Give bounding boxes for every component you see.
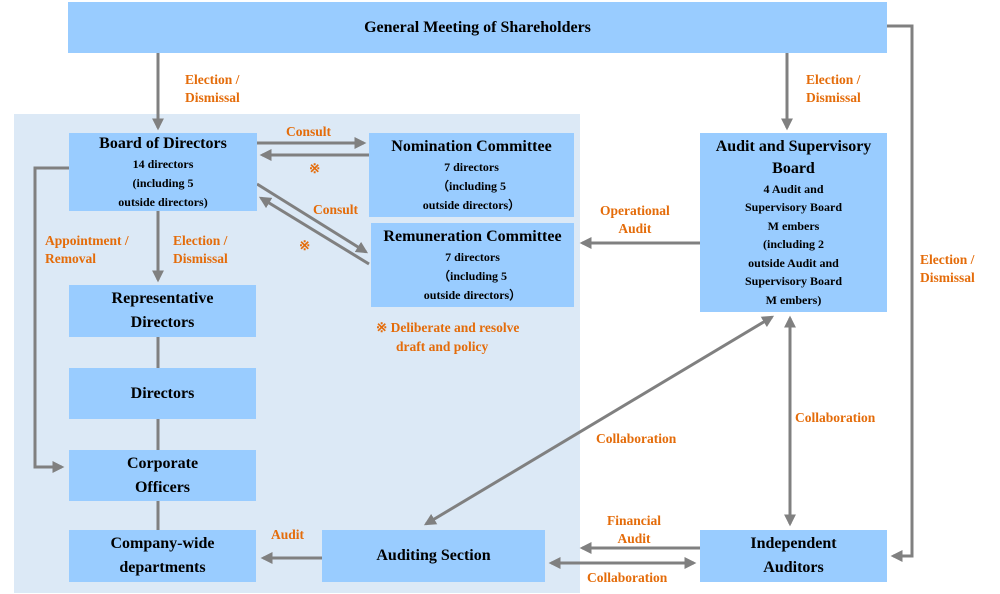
label-election-top-right: Election / Dismissal: [806, 71, 861, 107]
departments-line-2: departments: [119, 559, 206, 576]
directors-title: Directors: [130, 384, 195, 402]
rep-directors-line-2: Directors: [130, 314, 195, 331]
rep-directors-line-1: Representative: [111, 290, 214, 307]
audit-board-line-4: (including 2: [762, 237, 825, 252]
label-appointment-removal: Appointment / Removal: [45, 232, 129, 268]
label-deliberate-2: draft and policy: [396, 339, 489, 354]
label-operational-audit-2: Audit: [618, 221, 652, 236]
label-election-mid: Election / Dismissal: [173, 232, 228, 268]
board-of-directors-box: Board of Directors 14 directors (includi…: [69, 133, 257, 211]
label-election-mid-2: Dismissal: [173, 251, 228, 266]
corporate-officers-box: Corporate Officers: [69, 450, 256, 501]
label-election-top-left-1: Election /: [185, 72, 240, 87]
directors-box: Directors: [69, 368, 256, 419]
board-line-2: (including 5: [132, 175, 194, 190]
label-election-right-2: Dismissal: [920, 270, 975, 285]
auditing-section-title: Auditing Section: [376, 547, 491, 564]
label-collaboration-vertical: Collaboration: [795, 410, 876, 425]
remuneration-title: Remuneration Committee: [383, 227, 562, 245]
arrow-board-to-remuneration: [256, 182, 369, 254]
remuneration-line-1: 7 directors: [445, 249, 500, 264]
corp-officers-line-1: Corporate: [126, 454, 199, 472]
label-consult-2: Consult: [313, 202, 359, 217]
independent-auditors-box: Independent Auditors: [700, 530, 887, 582]
label-collaboration-bottom: Collaboration: [587, 570, 668, 585]
audit-board-line-3: M embers: [767, 218, 820, 233]
auditing-section-box: Auditing Section: [322, 530, 545, 582]
label-operational-audit-1: Operational: [600, 203, 670, 218]
board-line-1: 14 directors: [132, 156, 194, 171]
audit-board-line-5: outside Audit and: [748, 255, 839, 270]
label-election-right-1: Election /: [920, 252, 975, 267]
label-financial-audit-2: Audit: [617, 531, 651, 546]
label-financial-audit-1: Financial: [607, 513, 662, 528]
label-consult-1: Consult: [286, 124, 332, 139]
remuneration-line-2: （including 5: [437, 268, 508, 283]
remuneration-committee-box: Remuneration Committee 7 directors （incl…: [371, 223, 574, 307]
nomination-committee-box: Nomination Committee 7 directors （includ…: [369, 133, 574, 217]
label-election-top-left: Election / Dismissal: [185, 71, 240, 107]
label-collaboration-diagonal: Collaboration: [596, 431, 677, 446]
label-appointment-1: Appointment /: [45, 233, 129, 248]
audit-supervisory-board-box: Audit and Supervisory Board 4 Audit and …: [700, 133, 887, 312]
board-title: Board of Directors: [99, 134, 227, 152]
label-mark-1: ※: [309, 161, 321, 176]
audit-board-line-7: M embers): [765, 292, 822, 307]
nomination-line-3: outside directors）: [422, 197, 521, 212]
label-mark-2: ※: [299, 238, 311, 253]
label-operational-audit: Operational Audit: [600, 202, 670, 238]
label-appointment-2: Removal: [45, 251, 96, 266]
gms-box: General Meeting of Shareholders: [68, 2, 887, 53]
representative-directors-box: Representative Directors: [69, 285, 256, 337]
audit-board-line-6: Supervisory Board: [744, 274, 842, 289]
arrow-collab-audit-board-auditing: [423, 315, 775, 526]
label-election-top-right-2: Dismissal: [806, 90, 861, 105]
independent-auditors-line-1: Independent: [750, 535, 837, 552]
label-election-top-left-2: Dismissal: [185, 90, 240, 105]
label-deliberate-1: ※ Deliberate and resolve: [376, 320, 520, 335]
company-wide-departments-box: Company-wide departments: [69, 530, 256, 582]
nomination-line-2: （including 5: [436, 178, 507, 193]
arrow-board-to-corp-officers: [33, 166, 69, 473]
label-election-right: Election / Dismissal: [920, 251, 975, 287]
arrow-gms-to-independent-auditors: [887, 24, 914, 562]
audit-board-line-1: 4 Audit and: [763, 181, 824, 196]
audit-board-line-2: Supervisory Board: [744, 200, 842, 215]
label-deliberate: ※ Deliberate and resolve draft and polic…: [376, 318, 519, 356]
departments-line-1: Company-wide: [110, 535, 215, 552]
nomination-title: Nomination Committee: [391, 137, 552, 155]
remuneration-line-3: outside directors）: [423, 287, 522, 302]
label-financial-audit: Financial Audit: [607, 512, 661, 548]
arrow-remuneration-to-board: [258, 196, 370, 266]
board-line-3: outside directors): [118, 194, 208, 209]
corp-officers-line-2: Officers: [134, 478, 191, 496]
label-audit: Audit: [271, 527, 305, 542]
independent-auditors-line-2: Auditors: [763, 559, 824, 576]
audit-board-title-1: Audit and Supervisory: [715, 137, 872, 155]
nomination-line-1: 7 directors: [444, 159, 499, 174]
audit-board-title-2: Board: [772, 159, 815, 177]
label-election-mid-1: Election /: [173, 233, 228, 248]
label-election-top-right-1: Election /: [806, 72, 861, 87]
gms-title: General Meeting of Shareholders: [364, 19, 591, 36]
